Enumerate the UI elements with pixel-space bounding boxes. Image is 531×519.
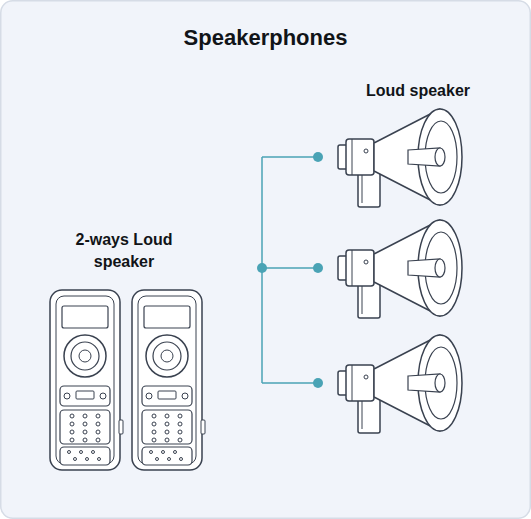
horn-speaker	[338, 220, 462, 318]
horn-speaker	[338, 335, 462, 433]
handheld-speakerphone	[50, 290, 123, 470]
wire-dots	[257, 152, 323, 388]
handheld-speakerphone	[132, 290, 205, 470]
part-label: 2-ways Loud speaker	[68, 229, 180, 273]
diagram-title: Speakerphones	[0, 24, 531, 52]
horn-speaker	[338, 109, 462, 207]
wire-tree	[262, 157, 318, 383]
part-label: Loud speaker	[338, 80, 498, 102]
